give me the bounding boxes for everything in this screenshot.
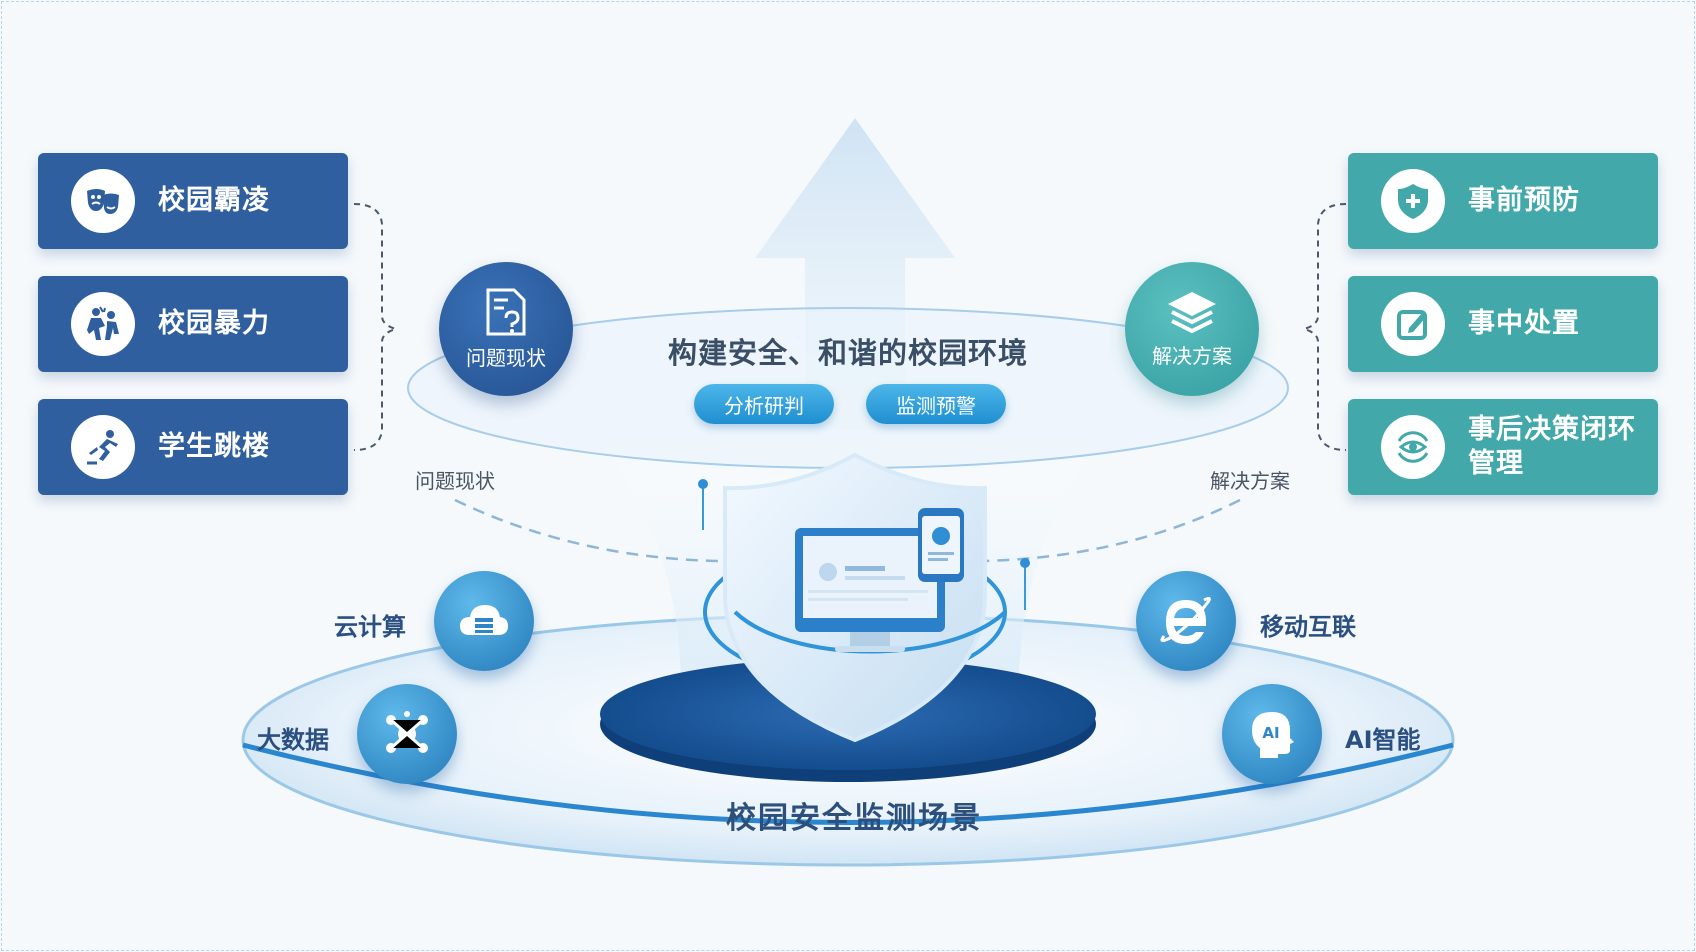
tech-label-cloud: 云计算: [334, 613, 406, 641]
tech-cloud: [434, 571, 534, 671]
card-handling: 事中处置: [1348, 276, 1658, 372]
base-title: 校园安全监测场景: [726, 801, 982, 836]
card-label: 事中处置: [1468, 308, 1580, 339]
main-title: 构建安全、和谐的校园环境: [668, 336, 1029, 370]
hub-solutions: 解决方案: [1125, 262, 1259, 396]
card-closed-loop: 事后决策闭环管理: [1348, 399, 1658, 495]
ai-head-icon: AI: [1252, 712, 1294, 758]
hub-label: 解决方案: [1152, 343, 1232, 368]
card-prevention: 事前预防: [1348, 153, 1658, 249]
shield-plus-icon: [1381, 169, 1445, 233]
card-label: 校园霸凌: [158, 185, 270, 216]
tech-ai: AI: [1222, 684, 1322, 784]
card-label: 校园暴力: [158, 308, 270, 339]
card-school-bullying: 校园霸凌: [38, 153, 348, 249]
card-label: 事前预防: [1468, 185, 1580, 216]
internet-e-icon: [1160, 596, 1211, 644]
document-question-icon: [486, 288, 526, 335]
falling-person-icon: [71, 415, 135, 479]
edit-icon: [1381, 292, 1445, 356]
card-school-violence: 校园暴力: [38, 276, 348, 372]
hub-label: 问题现状: [466, 345, 546, 370]
pill-monitoring: 监测预警: [866, 384, 1006, 424]
network-nodes-icon: [386, 711, 428, 753]
side-label-right: 解决方案: [1210, 469, 1290, 493]
cloud-server-icon: [460, 605, 508, 635]
card-student-jumping: 学生跳楼: [38, 399, 348, 495]
tech-label-mobile: 移动互联: [1260, 613, 1356, 641]
card-label: 事后决策闭环管理: [1468, 414, 1636, 479]
hub-current-problems: 问题现状: [439, 262, 573, 396]
pill-analysis: 分析研判: [694, 384, 834, 424]
tech-bigdata: [357, 684, 457, 784]
layers-icon: [1168, 291, 1216, 333]
card-label: 学生跳楼: [158, 431, 270, 462]
svg-text:AI: AI: [1262, 724, 1279, 742]
violence-icon: [71, 292, 135, 356]
theater-masks-icon: [71, 169, 135, 233]
eye-cycle-icon: [1381, 415, 1445, 479]
tech-mobile-internet: [1136, 571, 1236, 671]
side-label-left: 问题现状: [415, 469, 495, 493]
tech-label-bigdata: 大数据: [257, 726, 329, 754]
tech-label-ai: AI智能: [1345, 726, 1421, 754]
